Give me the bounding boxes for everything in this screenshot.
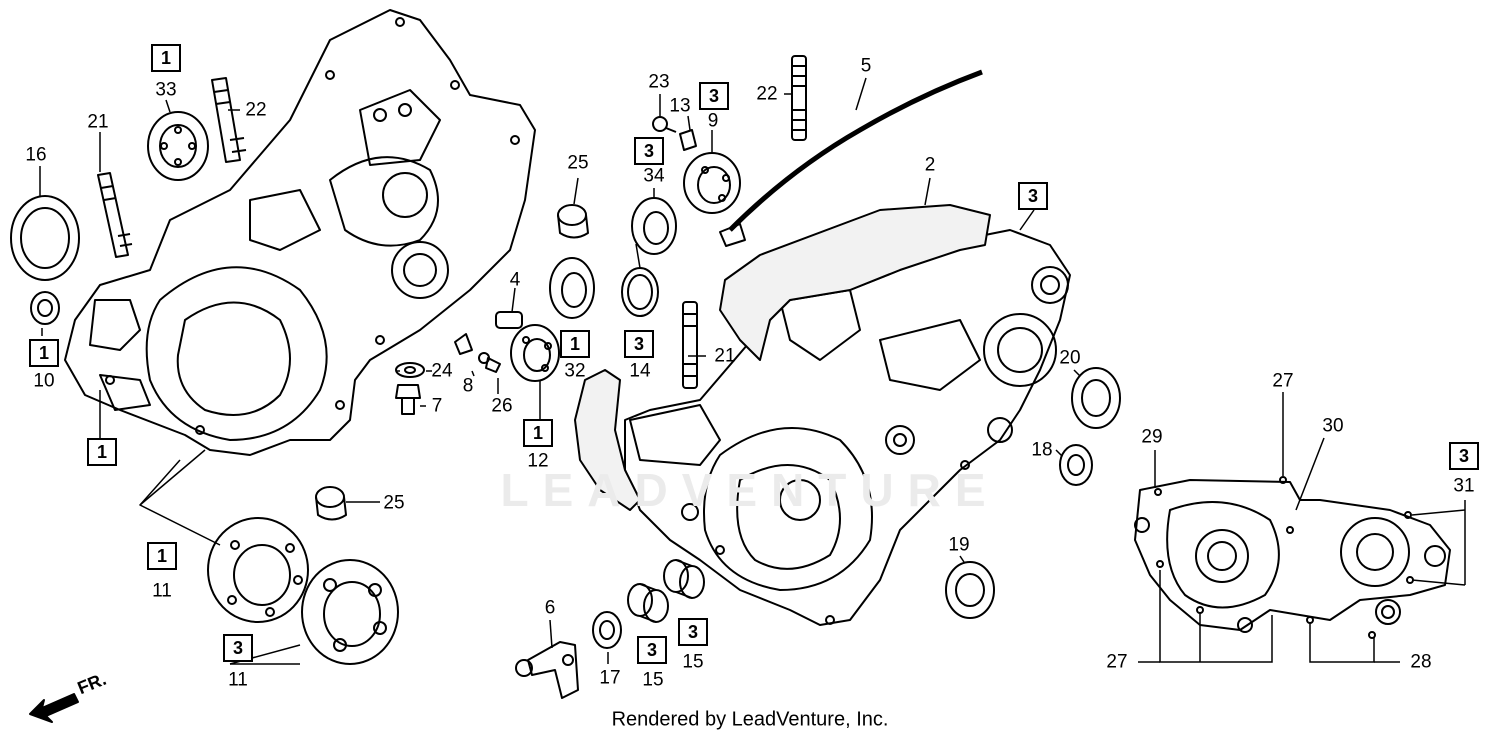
callout-13: 13 (669, 95, 691, 117)
callout-9: 9 (707, 110, 719, 132)
box-ref-1: 1 (87, 438, 117, 466)
callout-24: 24 (431, 360, 453, 382)
box-ref-15-right: 3 (678, 618, 708, 646)
oil-seal-19 (945, 561, 995, 619)
callout-25-lower: 25 (383, 492, 405, 514)
box-ref-15-left: 3 (637, 636, 667, 664)
oil-seal-16 (10, 195, 80, 281)
callout-32: 32 (564, 360, 586, 382)
box-ref-32: 1 (560, 330, 590, 358)
box-ref-12: 1 (523, 419, 553, 447)
callout-5: 5 (860, 55, 872, 77)
box-ref-9: 3 (634, 137, 664, 165)
callout-2: 2 (924, 154, 936, 176)
leader-lines (39, 77, 1466, 665)
oil-seal-18 (1059, 444, 1093, 486)
oil-seal-17 (592, 611, 622, 649)
callout-33: 33 (155, 79, 177, 101)
stud-22-right (791, 55, 807, 141)
callout-27-lower: 27 (1106, 651, 1128, 673)
left-crankcase (64, 9, 536, 456)
callout-28: 28 (1410, 651, 1432, 673)
bearing-32 (549, 257, 595, 319)
callout-14: 14 (629, 360, 651, 382)
callout-8: 8 (462, 375, 474, 397)
bearing-33 (147, 111, 209, 181)
bearing-11-lower (301, 559, 399, 665)
dowel-4 (495, 311, 523, 329)
box-ref-13: 3 (699, 82, 729, 110)
callout-20: 20 (1059, 347, 1081, 369)
needle-bearing-14 (621, 267, 659, 317)
bolt-23 (652, 116, 677, 133)
callout-17: 17 (599, 667, 621, 689)
needle-bearing-15b (663, 559, 705, 599)
stopper-arm-6 (515, 641, 579, 699)
box-ref-10: 1 (29, 339, 59, 367)
box-ref-33: 1 (151, 44, 181, 72)
callout-19: 19 (948, 534, 970, 556)
callout-26: 26 (491, 395, 513, 417)
box-ref-2: 3 (1018, 182, 1048, 210)
bearing-12 (510, 324, 560, 382)
callout-11-upper: 11 (152, 580, 172, 602)
crankcase-gasket (574, 204, 991, 511)
callout-30: 30 (1322, 415, 1344, 437)
callout-7: 7 (431, 395, 443, 417)
callout-22-left: 22 (245, 99, 267, 121)
oil-seal-20 (1071, 367, 1121, 429)
collar-25-lower (315, 486, 347, 521)
callout-10: 10 (33, 370, 55, 392)
stud-21-right (682, 301, 698, 389)
callout-22-right: 22 (756, 83, 778, 105)
bearing-9 (683, 152, 741, 214)
watermark-text: LEADVENTURE (500, 464, 1000, 516)
callout-6: 6 (544, 597, 556, 619)
stud-22-left (211, 77, 247, 163)
washer-24 (395, 362, 425, 378)
callout-21-left: 21 (87, 111, 109, 133)
callout-23: 23 (648, 71, 670, 93)
callout-21-right: 21 (714, 345, 736, 367)
footer-credit: Rendered by LeadVenture, Inc. (611, 708, 889, 731)
bearing-34 (631, 197, 677, 255)
box-ref-31: 3 (1449, 442, 1479, 470)
collar-25-upper (557, 204, 589, 239)
needle-bearing-15a (627, 583, 669, 623)
callout-18: 18 (1031, 439, 1053, 461)
bearing-11-upper (207, 517, 309, 623)
callout-34: 34 (643, 165, 665, 187)
callout-31: 31 (1453, 475, 1475, 497)
box-ref-14: 3 (624, 330, 654, 358)
bolt-26 (478, 352, 501, 373)
front-arrow-shape (29, 693, 79, 723)
breather-tube (728, 69, 983, 232)
callout-4: 4 (509, 269, 521, 291)
callout-16: 16 (25, 144, 47, 166)
oil-seal-10 (30, 291, 60, 325)
callout-15-right: 15 (682, 651, 704, 673)
callout-29: 29 (1141, 426, 1163, 448)
callout-15-left: 15 (642, 669, 664, 691)
callout-25-upper: 25 (567, 152, 589, 174)
drain-bolt-7 (395, 384, 421, 415)
plate-13 (679, 129, 697, 151)
callout-11-lower: 11 (228, 669, 248, 691)
washer-8 (454, 333, 473, 355)
box-ref-11-lower: 3 (223, 634, 253, 662)
box-ref-11-upper: 1 (147, 542, 177, 570)
stud-21-left (97, 172, 133, 258)
callout-27-upper: 27 (1272, 370, 1294, 392)
callout-12: 12 (527, 450, 549, 472)
right-cover-gasket (1134, 476, 1451, 639)
